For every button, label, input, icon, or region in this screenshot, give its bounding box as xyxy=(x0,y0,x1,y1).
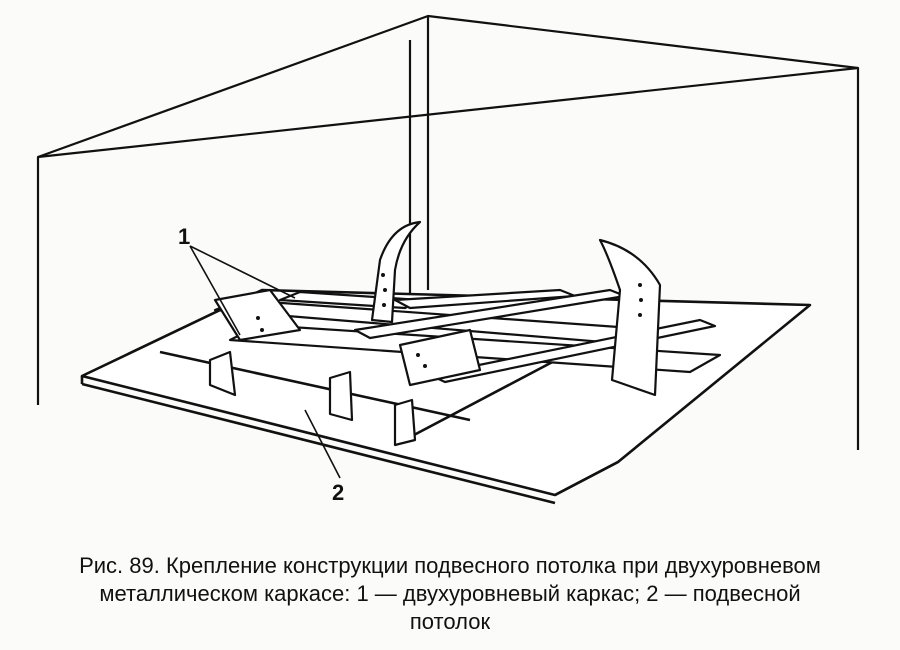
label-ceiling: 2 xyxy=(332,480,345,505)
hanger-holes xyxy=(256,273,643,368)
figure-caption: Рис. 89. Крепление конструкции подвесног… xyxy=(79,553,821,634)
label-frame: 1 xyxy=(178,224,191,249)
leader-lines xyxy=(189,245,341,479)
room-walls xyxy=(36,14,860,450)
hangers xyxy=(370,220,662,397)
frame-profiles xyxy=(208,288,722,447)
